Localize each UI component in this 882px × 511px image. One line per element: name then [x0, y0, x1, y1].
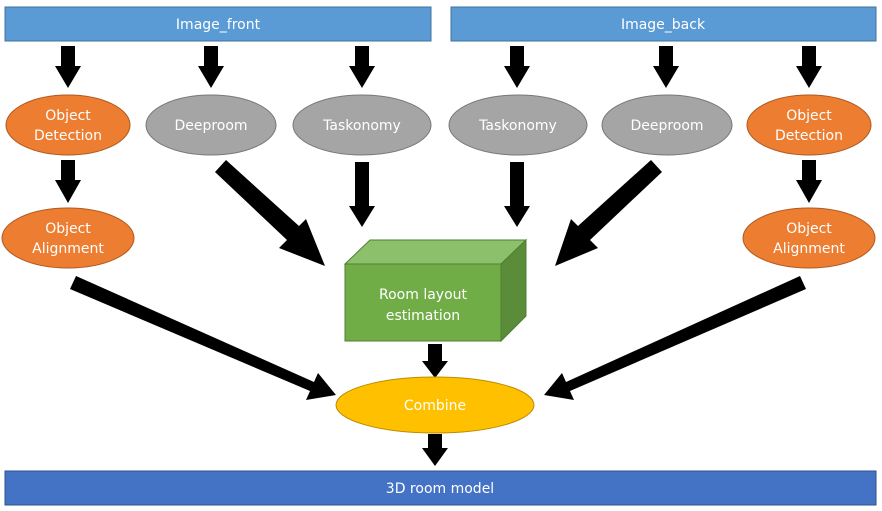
room-layout-line1: Room layout: [379, 287, 468, 303]
image-back-label: Image_back: [621, 17, 706, 33]
front-object-alignment-line1: Object: [45, 221, 91, 237]
image-front-label: Image_front: [176, 17, 261, 33]
room-layout-box: Room layout estimation: [343, 238, 528, 343]
arrow-down-icon: [198, 46, 224, 88]
back-object-detection-line2: Detection: [775, 128, 843, 144]
arrow-diagonal-icon: [544, 276, 806, 400]
arrow-down-icon: [55, 46, 81, 88]
arrow-down-icon: [349, 46, 375, 88]
arrow-diagonal-icon: [70, 276, 336, 400]
arrow-down-icon: [55, 160, 81, 203]
front-taskonomy-label: Taskonomy: [322, 118, 401, 134]
arrow-down-icon: [504, 162, 530, 227]
arrow-down-icon: [422, 344, 448, 378]
front-deeproom-node: [145, 94, 277, 156]
arrow-down-icon: [349, 162, 375, 227]
room-layout-top: [343, 239, 528, 265]
back-deeproom-label: Deeproom: [630, 118, 703, 134]
back-object-alignment-node: [742, 207, 876, 269]
output-label: 3D room model: [386, 481, 494, 497]
front-deeproom-label: Deeproom: [174, 118, 247, 134]
input-arrows: [55, 46, 822, 88]
back-taskonomy-label: Taskonomy: [478, 118, 557, 134]
front-taskonomy-node: [292, 94, 432, 156]
back-object-alignment-line2: Alignment: [773, 241, 845, 257]
combine-label: Combine: [404, 398, 466, 414]
back-deeproom-node: [601, 94, 733, 156]
second-row-arrows: [55, 160, 822, 266]
front-object-alignment-line2: Alignment: [32, 241, 104, 257]
arrow-down-icon: [796, 160, 822, 203]
combine-arrows: [70, 276, 806, 400]
back-object-alignment-line1: Object: [786, 221, 832, 237]
image-front-bar: [4, 6, 432, 42]
arrow-diagonal-icon: [555, 160, 662, 266]
arrow-down-icon: [504, 46, 530, 88]
room-layout-line2: estimation: [386, 308, 460, 324]
image-back-bar: [450, 6, 877, 42]
arrow-down-icon: [796, 46, 822, 88]
back-object-detection-line1: Object: [786, 108, 832, 124]
output-bar: [4, 470, 877, 506]
arrow-down-icon: [422, 434, 448, 466]
arrow-down-icon: [653, 46, 679, 88]
arrow-diagonal-icon: [215, 160, 325, 266]
front-object-detection-line2: Detection: [34, 128, 102, 144]
room-layout-front: [344, 263, 502, 342]
back-object-detection-node: [746, 94, 872, 156]
front-object-alignment-node: [1, 207, 135, 269]
combine-node: [335, 376, 535, 434]
front-object-detection-node: [5, 94, 131, 156]
back-taskonomy-node: [448, 94, 588, 156]
front-object-detection-line1: Object: [45, 108, 91, 124]
